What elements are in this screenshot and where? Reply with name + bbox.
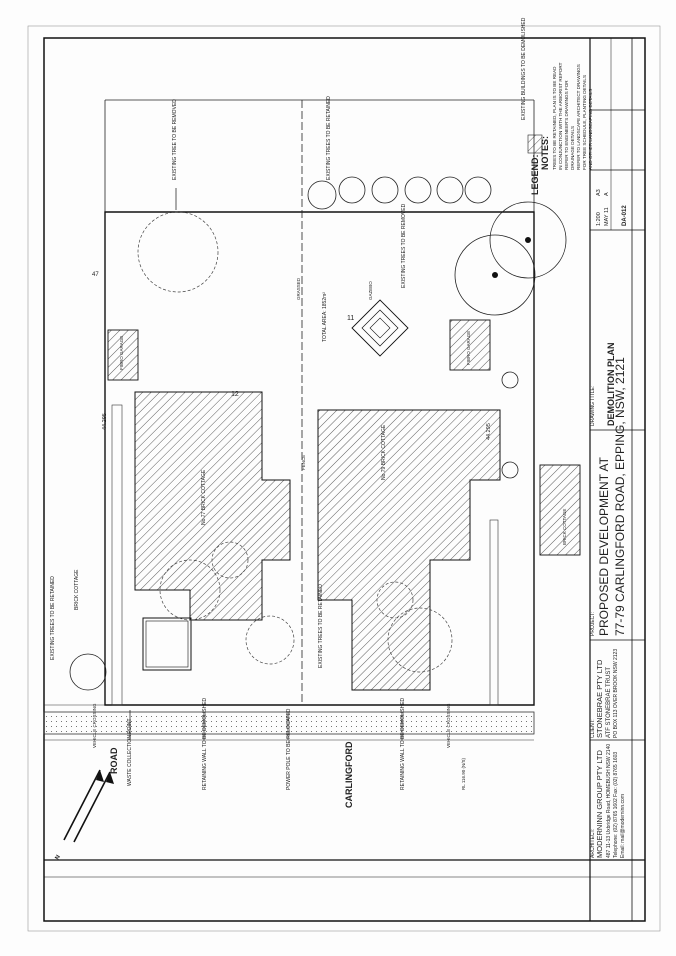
notes-line: DRAINAGE DETAILS [570, 126, 575, 170]
gazebo-label: GAZEBO [368, 281, 373, 300]
client-address: PO BOX 113 OVER BROOK NSW 2123 [613, 649, 619, 738]
notes-line: FOR TREE SCHEDULE, PLANTING DETAILS [582, 75, 587, 170]
legend-hatch-swatch [527, 134, 543, 154]
callout-vehicle-crossing-b: VEHICLE CROSSING [446, 703, 451, 748]
architect-block: ARCHITECT: MODERNINN GROUP PTY LTD 487 1… [590, 744, 626, 858]
callout-power-pole: POWER POLE TO BE RELOCATED [286, 708, 292, 790]
house-77-label: No.77 BRICK COTTAGE [201, 469, 207, 525]
drawing-number: DA-012 [622, 205, 628, 226]
neighbour-cottage [539, 464, 581, 556]
callout-trees-removed: EXISTING TREES TO BE REMOVED [401, 203, 407, 288]
grassed-label: GRASSED [296, 277, 301, 300]
project-block: PROJECT: PROPOSED DEVELOPMENT AT 77-79 C… [590, 357, 627, 636]
client-heading: CLIENT: [590, 719, 596, 738]
garage-77-label: FIBRO GARAGE [119, 336, 124, 370]
notes-line: IN CONJUNCTION WITH THE ARBORIST REPORT [558, 62, 563, 170]
callout-vehicle-crossing-a: VEHICLE CROSSING [92, 703, 97, 748]
client-block: CLIENT: STONEBRAE PTY LTD ATF STONEBRAE … [590, 649, 619, 738]
notes-line: TREES TO BE RETAINED, PLAN IS TO BE READ [552, 66, 557, 170]
north-arrow [63, 769, 114, 843]
drawing-title: DEMOLITION PLAN [606, 343, 616, 427]
tree-trunk [525, 237, 531, 243]
trees-to-retain [69, 176, 567, 691]
outer-border [27, 25, 661, 932]
lot-12-label: 12 [231, 391, 239, 398]
callout-arrows [129, 188, 403, 740]
callout-retaining-wall-a: RETAINING WALL TO BE DEMOLISHED [202, 697, 208, 790]
garage-79 [449, 319, 491, 371]
total-area: TOTAL AREA: 1852m² [322, 292, 328, 342]
project-heading: PROJECT: [590, 612, 596, 636]
legend-block: LEGEND: [530, 154, 540, 195]
callout-retaining-wall-b: RETAINING WALL TO BE DEMOLISHED [400, 697, 406, 790]
site-boundary [104, 211, 535, 706]
driveway [111, 404, 123, 706]
house-79-label: No.79 BRICK COTTAGE [381, 424, 387, 480]
client-trust: ATF STONEBRAE TRUST [606, 667, 612, 738]
dim-side: 47 [92, 272, 99, 278]
callout-spot-level: RL 116.90 (N/S) [461, 757, 466, 790]
callout-waste-collection: WASTE COLLECTION POINT [127, 718, 133, 786]
sheet-border [43, 37, 646, 922]
revision-value: A [604, 192, 610, 196]
callout-tree-removed: EXISTING TREE TO BE REMOVED [172, 99, 178, 180]
lot-11-label: 11 [347, 315, 354, 322]
carport-outline [142, 617, 192, 671]
drawing-title-block: DRAWING TITLE: DEMOLITION PLAN [590, 343, 616, 427]
drawing-heading: DRAWING TITLE: [590, 386, 596, 426]
trees-to-remove [137, 211, 453, 673]
fence-label: FENCE [301, 455, 306, 470]
architect-name: MODERNINN GROUP PTY LTD [595, 749, 604, 858]
road-name: CARLINGFORD [344, 741, 354, 808]
notes-line: REFER TO ENGINEER'S DRAWINGS FOR [564, 80, 569, 170]
client-name: STONEBRAE PTY LTD [595, 659, 604, 738]
date-value: MAY 11 [604, 207, 610, 226]
architect-email: Email: mail@moderninn.com [620, 794, 626, 858]
neighbour-label: BRICK COTTAGE [562, 509, 567, 545]
sheet-size: A3 [596, 189, 602, 196]
notes-line: AND OTHER LANDSCAPING DETAILS [588, 89, 593, 170]
project-line-2: 77-79 CARLINGFORD ROAD, EPPING, NSW, 212… [613, 357, 627, 636]
project-line-1: PROPOSED DEVELOPMENT AT [597, 456, 611, 636]
cottage-label: BRICK COTTAGE [74, 569, 80, 610]
architect-phone: Telephone: (02) 8765 1602 Fax: (02) 8765… [613, 752, 619, 858]
north-label: N [55, 854, 62, 861]
garage-77 [107, 329, 139, 381]
architect-heading: ARCHITECT: [590, 829, 596, 858]
dim-left: 44.295 [102, 413, 108, 430]
title-block [44, 38, 645, 921]
house-79-demolish [317, 409, 501, 691]
architect-address: 487 11-13 Uxbridge Road, HOMEBUSH NSW 21… [606, 744, 612, 858]
callout-trees-retained-c: EXISTING TREES TO BE RETAINED [326, 96, 332, 180]
legend-item-text: EXISTING BUILDINGS TO BE DEMOLISHED [521, 17, 527, 120]
house-77-demolish [134, 391, 291, 621]
tree-trunk [492, 272, 498, 278]
legend-item: EXISTING BUILDINGS TO BE DEMOLISHED [521, 17, 527, 120]
gazebo [351, 299, 409, 357]
notes-line: REFER TO LANDSCAPE ARCHITECT DRAWINGS [576, 64, 581, 170]
garage-79-label: FIBRO GARAGE [466, 331, 471, 365]
road-suffix: ROAD [109, 747, 119, 774]
drawing-meta: 1:200 MAY 11 A3 A DA-012 [596, 189, 628, 226]
notes-block: NOTES: TREES TO BE RETAINED, PLAN IS TO … [540, 62, 593, 170]
callout-trees-retained-a: EXISTING TREES TO BE RETAINED [50, 576, 56, 660]
scale-value: 1:200 [596, 212, 602, 226]
callout-trees-retained-b: EXISTING TREES TO BE RETAINED [318, 584, 324, 668]
notes-heading: NOTES: [540, 136, 550, 170]
legend-heading: LEGEND: [530, 154, 540, 195]
dim-right: 44.295 [486, 423, 492, 440]
